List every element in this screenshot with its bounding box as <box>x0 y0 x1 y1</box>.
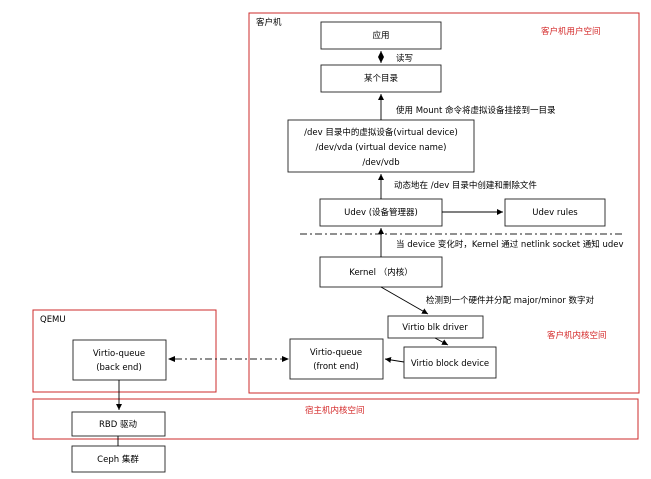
host-kernel-region <box>32 398 639 440</box>
virtio-queue-front-box <box>289 338 384 380</box>
virtio-queue-back-line2: (back end) <box>96 363 142 373</box>
udev-rules-box <box>504 198 606 227</box>
udev-box <box>319 198 443 227</box>
virtual-device-box <box>287 119 475 173</box>
directory-box <box>320 64 442 93</box>
virtual-device-line1: /dev 目录中的虚拟设备(virtual device) <box>304 127 458 138</box>
arrow-device-to-front-queue <box>384 356 405 363</box>
virtual-device-line3: /dev/vdb <box>362 158 399 168</box>
app-box <box>320 21 442 50</box>
rbd-driver-box <box>71 411 166 437</box>
virtio-block-device-label: Virtio block device <box>411 359 489 369</box>
virtio-blk-driver-label: Virtio blk driver <box>402 323 468 333</box>
virtual-device-line2: /dev/vda (virtual device name) <box>316 143 447 153</box>
guest-region <box>248 12 640 394</box>
detect-annotation: 检测到一个硬件并分配 major/minor 数字对 <box>426 295 595 306</box>
rbd-driver-label: RBD 驱动 <box>99 419 137 430</box>
directory-label: 某个目录 <box>364 74 399 84</box>
read-write-annotation: 读写 <box>396 53 413 64</box>
mount-annotation: 使用 Mount 命令将虚拟设备挂接到一目录 <box>396 105 556 116</box>
ceph-cluster-label: Ceph 集群 <box>97 454 139 465</box>
virtio-block-device-box <box>403 346 497 379</box>
queue-link-left-head <box>168 356 175 362</box>
app-label: 应用 <box>372 30 389 41</box>
dynamic-annotation: 动态地在 /dev 目录中创建和删除文件 <box>394 180 537 191</box>
queue-link-right-head <box>282 356 289 362</box>
udev-label: Udev (设备管理器) <box>344 207 418 218</box>
virtio-queue-back-box <box>72 339 167 381</box>
notify-annotation: 当 device 变化时，Kernel 通过 netlink socket 通知… <box>396 239 624 250</box>
kernel-label: Kernel （内核） <box>349 267 412 278</box>
arrow-kernel-to-driver <box>380 286 429 315</box>
qemu-region <box>32 309 217 393</box>
arrow-driver-to-device <box>434 337 449 346</box>
ceph-cluster-box <box>71 445 166 473</box>
udev-rules-label: Udev rules <box>532 208 578 218</box>
guest-kernel-space-label: 客户机内核空间 <box>547 330 607 341</box>
guest-region-label: 客户机 <box>256 17 282 28</box>
virtio-queue-front-line2: (front end) <box>313 362 359 372</box>
qemu-region-label: QEMU <box>40 315 66 325</box>
guest-user-space-label: 客户机用户空间 <box>541 26 601 37</box>
virtio-queue-back-line1: Virtio-queue <box>93 349 145 359</box>
virtio-queue-front-line1: Virtio-queue <box>310 348 362 358</box>
host-kernel-space-label: 宿主机内核空间 <box>305 405 365 416</box>
